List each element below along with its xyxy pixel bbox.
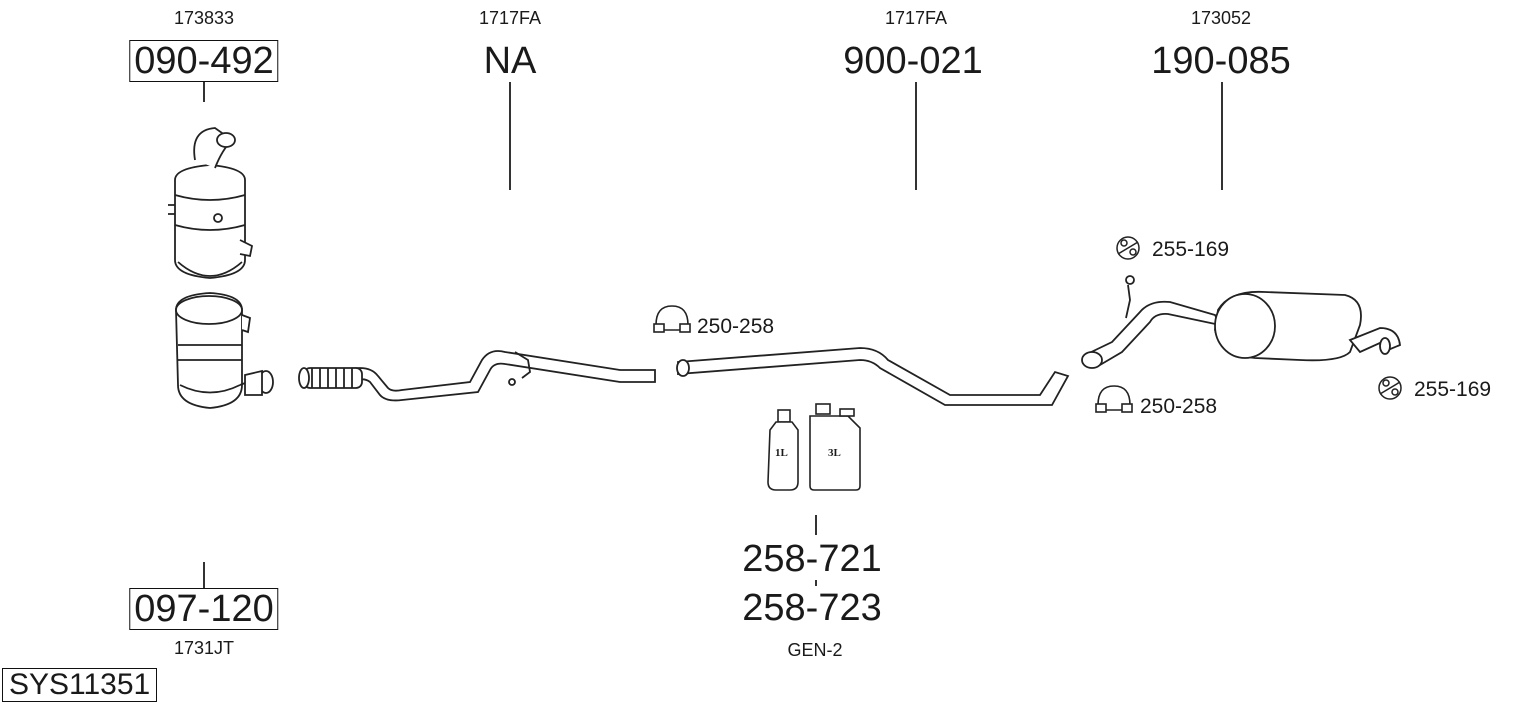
clamp-label-mid[interactable]: 250-258 [697, 315, 775, 338]
clamp-icon [653, 305, 691, 333]
part-number-190-085[interactable]: 190-085 [1151, 40, 1291, 82]
hanger-icon [1116, 236, 1140, 260]
hanger-icon [1378, 376, 1402, 400]
clamp-label-right[interactable]: 250-258 [1140, 395, 1218, 418]
clamp-icon [1095, 385, 1133, 413]
code-label-4: 173052 [1190, 8, 1252, 28]
bottle-large-label: 3L [828, 447, 841, 459]
front-pipe [298, 350, 656, 402]
bottle-large-icon [809, 403, 861, 491]
part-number-258-723[interactable]: 258-723 [742, 587, 882, 629]
code-label-1731jt: 1731JT [173, 638, 235, 658]
part-number-900-021[interactable]: 900-021 [843, 40, 983, 82]
code-label-gen-2: GEN-2 [787, 640, 843, 660]
bottle-small-icon [767, 409, 799, 491]
code-label-2: 1717FA [478, 8, 542, 28]
part-number-090-492[interactable]: 090-492 [129, 40, 279, 82]
part-number-097-120[interactable]: 097-120 [129, 588, 279, 630]
bottle-small-label: 1L [775, 447, 788, 459]
mid-pipe [676, 347, 1070, 406]
code-label-1: 173833 [173, 8, 235, 28]
code-label-3: 1717FA [884, 8, 948, 28]
rear-muffler [1081, 275, 1401, 369]
hanger-label-right[interactable]: 255-169 [1414, 378, 1492, 401]
particulate-filter-upper [168, 127, 254, 279]
part-number-na[interactable]: NA [483, 40, 537, 82]
hanger-label-top[interactable]: 255-169 [1152, 238, 1230, 261]
particulate-filter-lower [175, 292, 274, 409]
part-number-258-721[interactable]: 258-721 [742, 538, 882, 580]
system-id-badge: SYS11351 [2, 668, 158, 702]
